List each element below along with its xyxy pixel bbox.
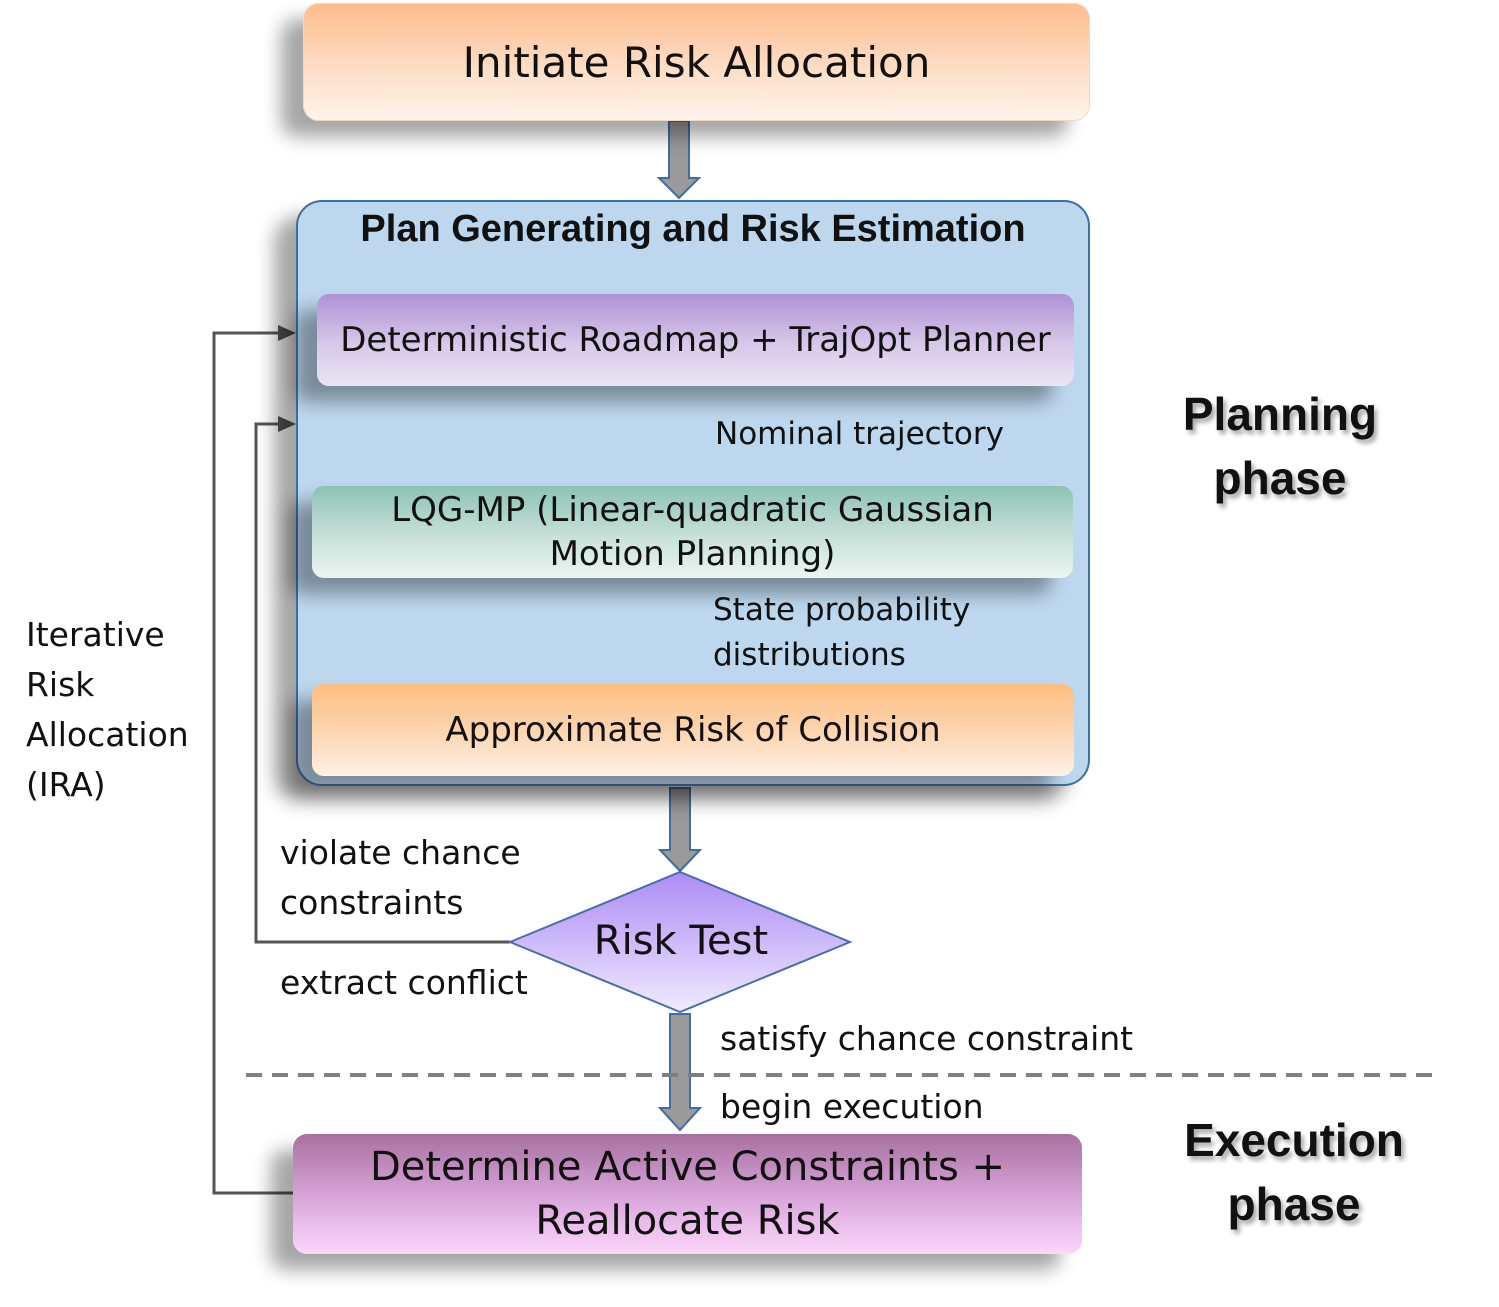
edge-label-violate-line1: violate chance [280, 833, 521, 872]
edge-label-state-line1: State probability [713, 592, 971, 628]
node-lqg-label-line1: LQG-MP (Linear-quadratic Gaussian [391, 490, 994, 530]
node-lqg-label-line2: Motion Planning) [549, 534, 836, 574]
edge-label-extract: extract conflict [280, 963, 528, 1002]
edge-label-state-line2: distributions [713, 637, 906, 673]
node-risk-test [507, 870, 853, 1014]
ira-label-line2: Risk [26, 665, 95, 704]
node-lqg-mp: LQG-MP (Linear-quadratic Gaussian Motion… [312, 486, 1073, 578]
ira-label-line3: Allocation [26, 715, 189, 754]
node-risk-test-label: Risk Test [593, 918, 769, 964]
edge-label-nominal: Nominal trajectory [715, 416, 1004, 452]
planning-phase-line1: Planning [1182, 388, 1378, 440]
execution-phase-label: Execution phase [1164, 1108, 1424, 1236]
execution-phase-line2: phase [1227, 1178, 1361, 1230]
ira-label-line4: (IRA) [26, 765, 106, 804]
connector-ira-loop [212, 325, 296, 1195]
arrow-plan-to-risk-test [657, 787, 703, 873]
node-roadmap-label: Deterministic Roadmap + TrajOpt Planner [340, 320, 1051, 360]
node-determine-label-line1: Determine Active Constraints + [369, 1144, 1006, 1190]
planning-phase-label: Planning phase [1160, 382, 1400, 510]
node-initiate-label: Initiate Risk Allocation [462, 37, 931, 87]
node-roadmap-planner: Deterministic Roadmap + TrajOpt Planner [317, 294, 1074, 386]
edge-label-violate-line2: constraints [280, 883, 464, 922]
node-determine-label-line2: Reallocate Risk [535, 1198, 840, 1244]
ira-label-line1: Iterative [26, 615, 165, 654]
planning-phase-line2: phase [1213, 452, 1347, 504]
node-approx-label: Approximate Risk of Collision [445, 710, 941, 750]
arrow-risk-test-to-determine [657, 1013, 703, 1132]
arrow-initiate-to-plan [656, 120, 702, 200]
plan-container-title: Plan Generating and Risk Estimation [360, 208, 1026, 250]
node-initiate-risk-allocation: Initiate Risk Allocation [303, 3, 1090, 121]
execution-phase-line1: Execution [1184, 1114, 1404, 1166]
connector-violate-loop [254, 416, 510, 944]
node-approximate-risk: Approximate Risk of Collision [312, 684, 1074, 776]
edge-label-satisfy: satisfy chance constraint [720, 1019, 1134, 1058]
node-determine-constraints: Determine Active Constraints + Reallocat… [293, 1134, 1082, 1254]
edge-label-begin: begin execution [720, 1087, 984, 1126]
